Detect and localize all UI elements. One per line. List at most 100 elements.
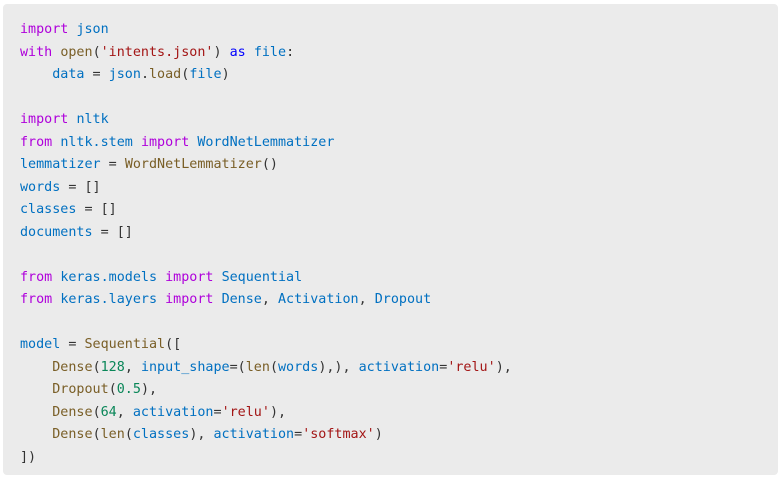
identifier-token: input_shape xyxy=(140,359,230,375)
identifier-token: activation xyxy=(132,404,214,420)
code-line: from keras.layers import Dense, Activati… xyxy=(20,289,778,312)
punctuation-token: , xyxy=(358,292,375,307)
code-line xyxy=(20,312,778,335)
punctuation-token: = [] xyxy=(76,202,117,217)
code-line: with open('intents.json') as file: xyxy=(20,42,778,65)
punctuation-token: ( xyxy=(92,359,101,375)
punctuation-token: ( xyxy=(92,427,101,442)
punctuation-token xyxy=(157,270,165,285)
function-token: Dense xyxy=(52,404,93,420)
punctuation-token: ( xyxy=(124,427,133,442)
identifier-token: Dropout xyxy=(374,292,432,307)
punctuation-token: ) xyxy=(221,67,230,82)
keyword-token: import xyxy=(165,292,214,307)
punctuation-token xyxy=(20,427,52,442)
code-line: Dense(128, input_shape=(len(words),), ac… xyxy=(20,357,778,380)
punctuation-token: = [] xyxy=(60,179,101,195)
punctuation-token: = xyxy=(294,427,303,442)
punctuation-token: = xyxy=(439,359,448,375)
punctuation-token: : xyxy=(286,44,295,60)
identifier-token: WordNetLemmatizer xyxy=(197,134,335,150)
identifier-token: nltk xyxy=(76,112,109,127)
code-line: Dense(len(classes), activation='softmax'… xyxy=(20,424,778,447)
punctuation-token xyxy=(133,135,141,150)
punctuation-token: ) xyxy=(374,427,383,442)
string-token: 'intents.json' xyxy=(100,44,214,60)
punctuation-token: ( xyxy=(269,359,278,375)
number-token: 64 xyxy=(100,404,117,420)
keyword-token: import xyxy=(20,112,69,127)
punctuation-token xyxy=(214,292,222,307)
punctuation-token: = [] xyxy=(92,224,133,240)
punctuation-token: = xyxy=(60,337,85,352)
identifier-token: classes xyxy=(132,427,190,442)
code-line: import json xyxy=(20,19,778,42)
function-token: load xyxy=(149,67,182,82)
code-line: model = Sequential([ xyxy=(20,334,778,357)
punctuation-token: ), xyxy=(269,404,287,420)
punctuation-token xyxy=(246,45,254,60)
punctuation-token: ), xyxy=(495,359,512,375)
punctuation-token xyxy=(157,292,165,307)
punctuation-token: ]) xyxy=(20,449,37,465)
punctuation-token xyxy=(20,360,52,375)
identifier-token: activation xyxy=(213,427,295,442)
code-line: data = json.load(file) xyxy=(20,64,778,87)
punctuation-token: ), xyxy=(189,427,214,442)
punctuation-token: . xyxy=(140,67,149,82)
string-token: 'softmax' xyxy=(302,427,375,442)
punctuation-token xyxy=(20,382,52,397)
punctuation-token: ) xyxy=(213,44,230,60)
punctuation-token: () xyxy=(261,157,278,172)
code-line xyxy=(20,244,778,267)
punctuation-token: , xyxy=(124,359,141,375)
keyword-token: from xyxy=(20,292,53,307)
number-token: 0.5 xyxy=(116,382,141,397)
punctuation-token: ( xyxy=(92,44,101,60)
punctuation-token: =( xyxy=(229,359,246,375)
function-token: Dropout xyxy=(52,382,109,397)
code-line: Dropout(0.5), xyxy=(20,379,778,402)
punctuation-token: = xyxy=(84,67,109,82)
identifier-token: documents xyxy=(20,224,93,240)
punctuation-token xyxy=(214,270,222,285)
identifier-token: words xyxy=(20,179,61,195)
punctuation-token: , xyxy=(116,404,133,420)
identifier-token: Dense xyxy=(221,292,262,307)
identifier-token: model xyxy=(20,337,61,352)
punctuation-token: = xyxy=(100,157,125,172)
identifier-token: Sequential xyxy=(221,269,303,285)
keyword-token: with xyxy=(20,44,53,60)
string-token: 'relu' xyxy=(447,359,496,375)
identifier-token: file xyxy=(189,67,222,82)
code-line: ]) xyxy=(20,447,778,470)
identifier-token: json xyxy=(76,22,109,37)
punctuation-token: , xyxy=(261,292,278,307)
code-line: words = [] xyxy=(20,177,778,200)
identifier-token: keras.models xyxy=(60,269,158,285)
identifier-token: json xyxy=(108,67,141,82)
keyword-token: from xyxy=(20,134,53,150)
function-token: WordNetLemmatizer xyxy=(124,157,262,172)
function-token: open xyxy=(60,44,93,60)
code-line: from nltk.stem import WordNetLemmatizer xyxy=(20,132,778,155)
identifier-token: words xyxy=(278,359,319,375)
code-line: from keras.models import Sequential xyxy=(20,267,778,290)
function-token: Dense xyxy=(52,427,93,442)
punctuation-token: ( xyxy=(181,67,190,82)
punctuation-token: ( xyxy=(108,382,117,397)
punctuation-token: = xyxy=(213,404,222,420)
punctuation-token: ( xyxy=(92,404,101,420)
identifier-token: lemmatizer xyxy=(20,157,101,172)
code-line: Dense(64, activation='relu'), xyxy=(20,402,778,425)
code-line xyxy=(20,87,778,110)
keyword-token: import xyxy=(140,134,190,150)
punctuation-token: ),), xyxy=(318,359,359,375)
identifier-token: Activation xyxy=(278,292,359,307)
code-line: documents = [] xyxy=(20,222,778,245)
function-token: len xyxy=(100,427,125,442)
keyword-token: import xyxy=(165,269,214,285)
punctuation-token xyxy=(20,405,52,420)
string-token: 'relu' xyxy=(221,404,270,420)
